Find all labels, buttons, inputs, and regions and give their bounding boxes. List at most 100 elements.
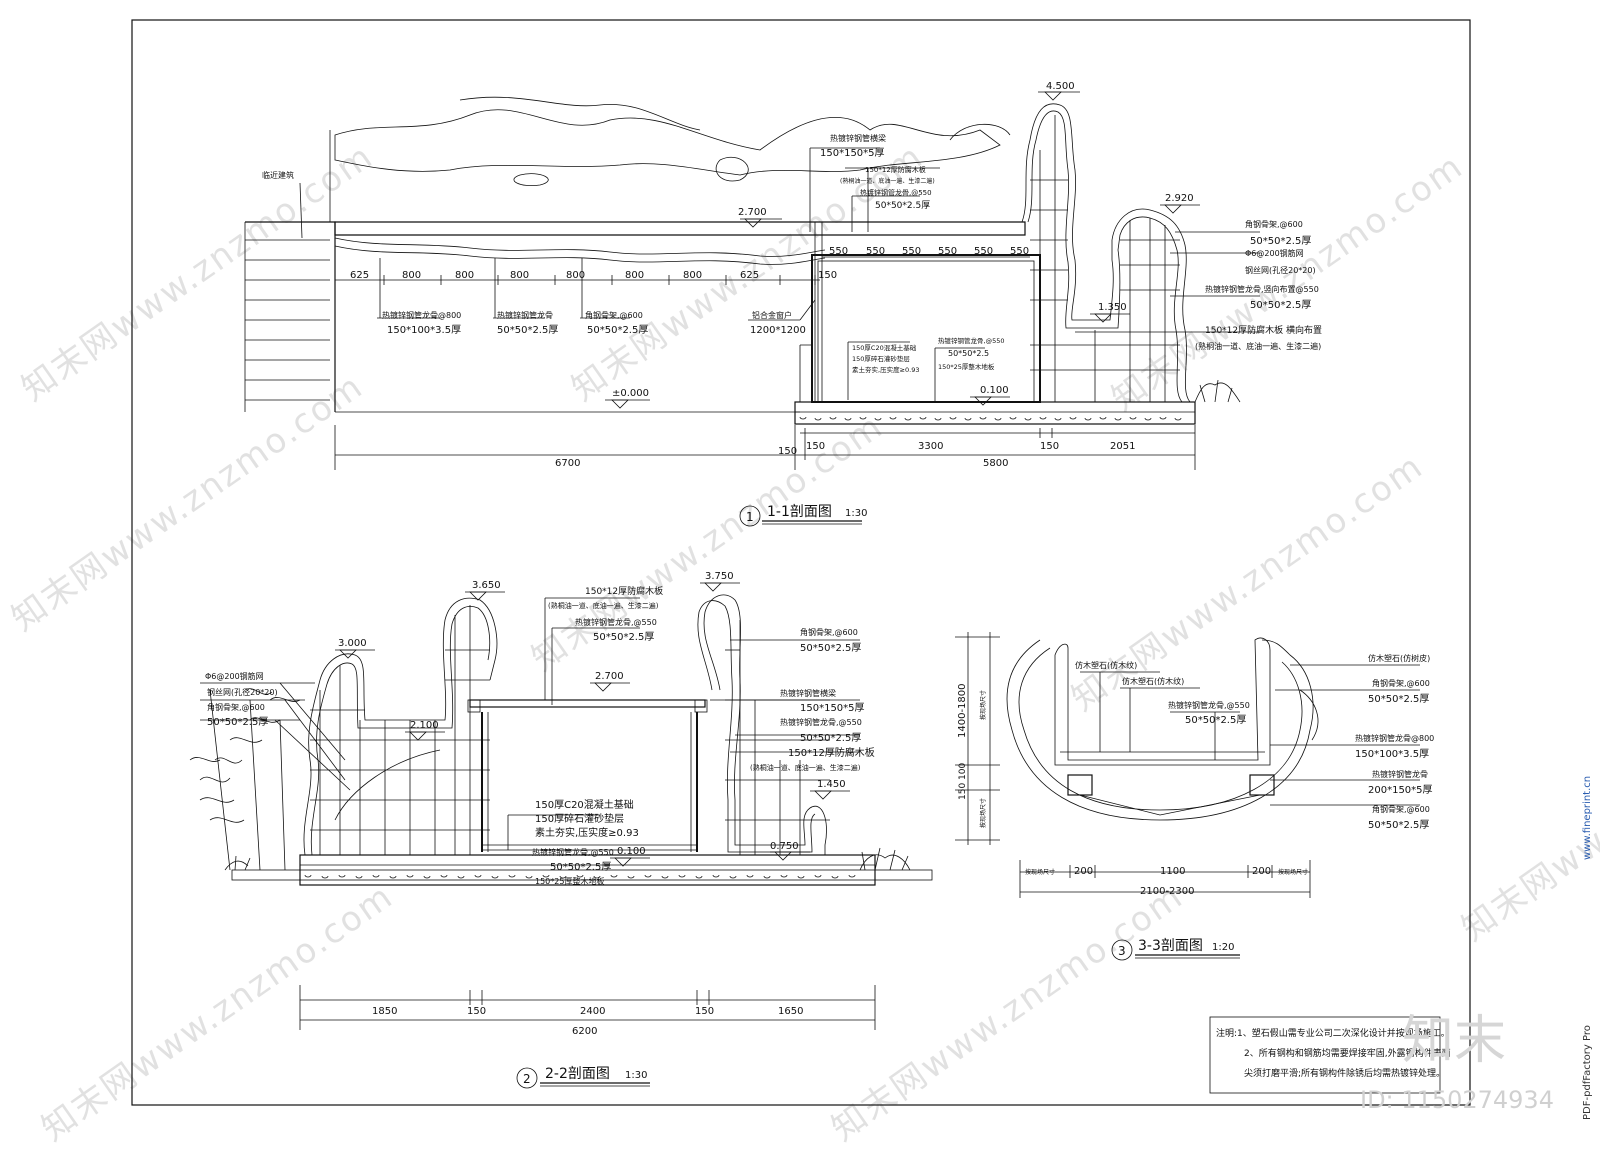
elev-0100: 0.100 bbox=[980, 385, 1009, 396]
dim-roof: 550 bbox=[866, 246, 885, 257]
label: 热镀锌钢管龙骨,@550 bbox=[575, 617, 657, 627]
dim-site: 按现场尺寸 bbox=[979, 690, 987, 720]
label-adjacent-building: 临近建筑 bbox=[262, 170, 294, 180]
label: 50*50*2.5厚 bbox=[207, 716, 268, 728]
label: 角钢骨架,@600 bbox=[207, 702, 265, 712]
label: 钢丝网(孔径20*20) bbox=[1245, 265, 1316, 275]
section-title: 3-3剖面图 bbox=[1138, 938, 1203, 954]
label: 仿木塑石(仿木纹) bbox=[1075, 660, 1137, 670]
label: 150*25厚整木地板 bbox=[535, 876, 604, 886]
elev-zero: ±0.000 bbox=[612, 388, 649, 399]
label: 150厚C20混凝土基础 bbox=[852, 343, 917, 352]
label: 素土夯实,压实度≥0.93 bbox=[535, 826, 639, 839]
label: 热镀锌钢管龙骨 bbox=[497, 310, 553, 320]
dim-top: 800 bbox=[625, 270, 644, 281]
section-2-2: 3.650 3.750 3.000 2.700 2.100 1.450 0.75… bbox=[189, 571, 933, 1089]
label: 钢丝网(孔径20*20) bbox=[207, 687, 278, 697]
label: 50*50*2.5厚 bbox=[593, 631, 654, 643]
dim-roof: 550 bbox=[974, 246, 993, 257]
dim-site: 按现场尺寸 bbox=[979, 798, 987, 828]
label: 角钢骨架,@600 bbox=[1372, 804, 1430, 814]
label: 50*50*2.5厚 bbox=[800, 642, 861, 654]
label: 50*50*2.5厚 bbox=[1368, 693, 1429, 705]
label: Φ6@200钢筋网 bbox=[1245, 248, 1304, 258]
logo-text: 知末 bbox=[1402, 1011, 1506, 1071]
label: 铝合金窗户 bbox=[752, 310, 792, 320]
label: 150*12厚防腐木板 bbox=[865, 165, 926, 174]
section-number: 2 bbox=[523, 1072, 531, 1086]
dim-bottom: 5800 bbox=[983, 458, 1008, 469]
label: 热镀锌钢管龙骨 bbox=[1372, 769, 1428, 779]
label: 热镀锌钢管横梁 bbox=[780, 688, 836, 698]
elev: 2.700 bbox=[595, 671, 624, 682]
elev: 3.750 bbox=[705, 571, 734, 582]
dim: 1100 bbox=[1160, 866, 1185, 877]
section-3-3: 仿木塑石(仿木纹) 仿木塑石(仿木纹) 热镀锌钢管龙骨,@550 50*50*2… bbox=[955, 632, 1434, 961]
dim: 1850 bbox=[372, 1006, 397, 1017]
label: 150厚碎石灌砂垫层 bbox=[535, 812, 624, 825]
elev-2700: 2.700 bbox=[738, 207, 767, 218]
label: 热镀锌钢管龙骨,@550 bbox=[860, 188, 932, 197]
label: 50*50*2.5厚 bbox=[1185, 714, 1246, 726]
notes-box: 注明:1、塑石假山需专业公司二次深化设计并按现场施工。 2、所有钢构和钢筋均需要… bbox=[1209, 1016, 1451, 1094]
dim-top: 800 bbox=[402, 270, 421, 281]
elev: 2.100 bbox=[410, 720, 439, 731]
label: 50*50*2.5厚 bbox=[550, 861, 611, 873]
label: 仿木塑石(仿树皮) bbox=[1368, 653, 1430, 663]
label: 50*50*2.5厚 bbox=[1250, 235, 1311, 247]
dim-roof: 550 bbox=[902, 246, 921, 257]
label: 仿木塑石(仿木纹) bbox=[1122, 676, 1184, 686]
elev: 3.000 bbox=[338, 638, 367, 649]
dim-bottom: 150 bbox=[806, 441, 825, 452]
dim-roof: 550 bbox=[1010, 246, 1029, 257]
dim-top: 800 bbox=[683, 270, 702, 281]
label: (熟桐油一道、底油一遍、生漆二遍) bbox=[840, 177, 935, 185]
dim-bottom: 150 bbox=[1040, 441, 1059, 452]
label: 角钢骨架,@600 bbox=[585, 310, 643, 320]
dim-height: 150 100 bbox=[958, 763, 968, 800]
label: 150*100*3.5厚 bbox=[1355, 748, 1429, 760]
dim-site: 按现场尺寸 bbox=[1025, 868, 1055, 876]
side-link[interactable]: www.fineprint.cn bbox=[1582, 776, 1593, 860]
dim: 150 bbox=[695, 1006, 714, 1017]
section-scale: 1:20 bbox=[1212, 942, 1234, 953]
dim: 200 bbox=[1252, 866, 1271, 877]
label: 1200*1200 bbox=[750, 325, 806, 336]
label: 150厚碎石灌砂垫层 bbox=[852, 354, 910, 363]
section-1-1: 临近建筑 bbox=[244, 81, 1322, 527]
elev-1350: 1.350 bbox=[1098, 302, 1127, 313]
elev: 0.100 bbox=[617, 846, 646, 857]
label: 200*150*5厚 bbox=[1368, 784, 1433, 796]
dim-bottom: 3300 bbox=[918, 441, 943, 452]
label: 热镀锌钢管龙骨,@550 bbox=[1168, 700, 1250, 710]
dim-roof: 550 bbox=[938, 246, 957, 257]
elev-4500: 4.500 bbox=[1046, 81, 1075, 92]
section-title: 2-2剖面图 bbox=[545, 1066, 610, 1082]
note-line: 尖须打磨平滑;所有钢构件除锈后均需热镀锌处理。 bbox=[1244, 1067, 1445, 1079]
label: 热镀锌钢管横梁 bbox=[830, 133, 886, 143]
dim-top: 625 bbox=[350, 270, 369, 281]
label: (熟桐油一道、底油一遍、生漆二遍) bbox=[750, 763, 861, 772]
label: 150*25厚整木地板 bbox=[938, 362, 995, 371]
label: (熟桐油一道、底油一遍、生漆二遍) bbox=[1195, 341, 1321, 351]
label: 150*12厚防腐木板 bbox=[788, 746, 875, 759]
dim-roof: 550 bbox=[829, 246, 848, 257]
section-number: 3 bbox=[1118, 944, 1126, 958]
section-number: 1 bbox=[746, 510, 754, 524]
dim-top: 625 bbox=[740, 270, 759, 281]
dim: 2100-2300 bbox=[1140, 886, 1195, 897]
label: 50*50*2.5厚 bbox=[1250, 299, 1311, 311]
elev: 1.450 bbox=[817, 779, 846, 790]
label: 热镀锌钢管龙骨,@550 bbox=[532, 847, 614, 857]
label: 角钢骨架,@600 bbox=[800, 627, 858, 637]
section-scale: 1:30 bbox=[845, 508, 867, 519]
dim-height: 1400-1800 bbox=[957, 683, 968, 738]
dim-top: 800 bbox=[510, 270, 529, 281]
label: 50*50*2.5厚 bbox=[875, 200, 930, 211]
label: 150*12厚防腐木板 bbox=[585, 585, 663, 597]
note-line: 2、所有钢构和钢筋均需要焊接牢固,外露钢构件表面 bbox=[1244, 1047, 1451, 1059]
dim-top: 800 bbox=[566, 270, 585, 281]
dim: 1650 bbox=[778, 1006, 803, 1017]
label: 50*50*2.5 bbox=[948, 349, 989, 358]
